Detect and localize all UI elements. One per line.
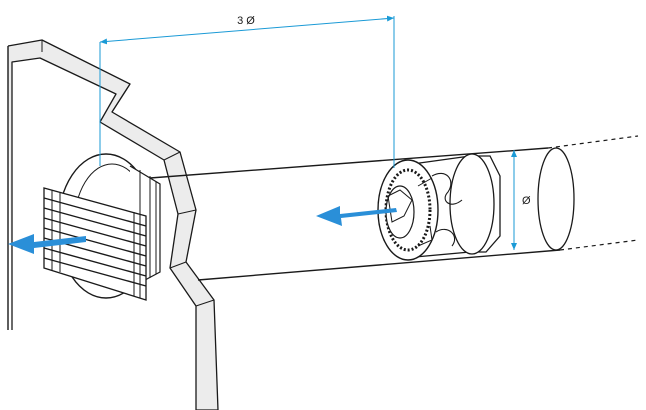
diameter-dimension-label: Ø xyxy=(522,195,531,207)
diameter-dimension: Ø xyxy=(511,150,531,250)
length-dimension: 3 Ø xyxy=(99,15,395,168)
length-dimension-label: 3 Ø xyxy=(237,15,255,27)
wall xyxy=(7,39,219,410)
grille-icon xyxy=(43,187,147,301)
duct-tube xyxy=(149,135,639,281)
airflow-arrow-icon xyxy=(8,206,397,254)
valve-icon xyxy=(377,153,501,261)
